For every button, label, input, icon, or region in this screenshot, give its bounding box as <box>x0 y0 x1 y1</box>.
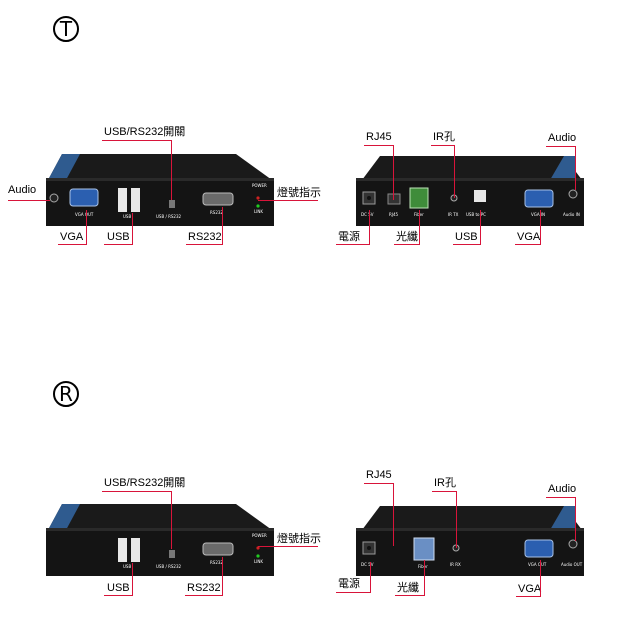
tb-ir-leader-v <box>454 145 455 198</box>
svg-text:LINK: LINK <box>254 559 263 564</box>
tf-vga-leader-v <box>86 210 87 244</box>
tb-usb-leader-v <box>480 210 481 244</box>
svg-text:VGA IN: VGA IN <box>531 212 545 217</box>
tf-vga-label: VGA <box>60 231 84 243</box>
tb-audio-leader-h <box>546 146 576 147</box>
rf-rs232-leader-v <box>222 557 223 595</box>
tb-rj45-leader-v <box>393 145 394 200</box>
tf-switch-leader-v <box>171 140 172 200</box>
tb-power-leader-h <box>336 244 370 245</box>
svg-text:USB: USB <box>123 214 131 219</box>
tb-audio-label: Audio <box>548 132 577 144</box>
rb-audio-label: Audio <box>548 483 577 495</box>
rb-fiber-leader-h <box>395 595 425 596</box>
tf-rs232-label: RS232 <box>188 231 222 243</box>
rf-switch-leader-h <box>102 491 172 492</box>
rb-ir-leader-v <box>456 491 457 548</box>
svg-text:USB / RS232: USB / RS232 <box>156 214 182 219</box>
tb-power-leader-v <box>369 210 370 244</box>
svg-text:USB / RS232: USB / RS232 <box>156 564 182 569</box>
transmitter-mark: T <box>53 16 79 42</box>
rf-rs232-label: RS232 <box>187 582 221 594</box>
tf-usb-label: USB <box>107 231 130 243</box>
svg-text:DC 5V: DC 5V <box>361 212 374 217</box>
tf-rs232-leader-v <box>222 207 223 244</box>
tb-rj45-leader-h <box>364 145 394 146</box>
rb-fiber-leader-v <box>424 560 425 595</box>
transmitter-front-device: VGA OUT USB USB / RS232 RS232 POWER LINK <box>40 150 280 230</box>
svg-text:Audio OUT: Audio OUT <box>561 562 583 567</box>
rb-power-leader-h <box>336 592 371 593</box>
rb-rj45-label: RJ45 <box>366 469 392 481</box>
svg-text:POWER: POWER <box>252 533 267 538</box>
svg-text:RJ45: RJ45 <box>389 212 399 217</box>
rf-led-leader <box>258 546 318 547</box>
rb-fiber-label: 光纖 <box>397 582 419 594</box>
svg-text:VGA OUT: VGA OUT <box>528 562 547 567</box>
rb-rj45-leader-h <box>364 483 394 484</box>
rb-power-leader-v <box>370 562 371 592</box>
rb-ir-label: IR孔 <box>434 477 456 489</box>
transmitter-back-device: DC 5V RJ45 Fiber IR TX USB to PC VGA IN … <box>350 150 590 230</box>
tf-usb-leader-h <box>104 244 133 245</box>
tf-audio-label: Audio <box>8 184 37 196</box>
tb-vga-leader-h <box>515 244 541 245</box>
svg-text:USB to PC: USB to PC <box>466 212 486 217</box>
svg-text:Fiber: Fiber <box>418 564 428 569</box>
rb-vga-leader-h <box>516 596 541 597</box>
rb-vga-leader-v <box>540 560 541 596</box>
svg-text:USB: USB <box>123 564 131 569</box>
svg-text:VGA OUT: VGA OUT <box>75 212 94 217</box>
tb-fiber-leader-h <box>394 244 420 245</box>
tb-ir-label: IR孔 <box>433 131 455 143</box>
rb-ir-leader-h <box>432 491 457 492</box>
tb-fiber-label: 光纖 <box>396 231 418 243</box>
svg-text:IR RX: IR RX <box>450 562 461 567</box>
receiver-back-device: DC 5V Fiber IR RX VGA OUT Audio OUT <box>350 500 590 580</box>
tb-rj45-label: RJ45 <box>366 131 392 143</box>
receiver-front-device: USB USB / RS232 RS232 POWER LINK <box>40 500 280 580</box>
svg-text:LINK: LINK <box>254 209 263 214</box>
rb-rj45-leader-v <box>393 483 394 546</box>
rf-usb-label: USB <box>107 582 130 594</box>
tb-fiber-leader-v <box>419 210 420 244</box>
tb-vga-leader-v <box>540 210 541 244</box>
tf-switch-label: USB/RS232開關 <box>104 126 186 138</box>
rf-led-label: 燈號指示 <box>277 533 321 545</box>
tb-vga-label: VGA <box>517 231 541 243</box>
tb-usb-leader-h <box>453 244 481 245</box>
tb-usb-label: USB <box>455 231 478 243</box>
tf-rs232-leader-h <box>186 244 223 245</box>
rb-vga-label: VGA <box>518 583 542 595</box>
rb-audio-leader-v <box>575 497 576 541</box>
rf-rs232-leader-h <box>185 595 223 596</box>
tb-ir-leader-h <box>431 145 455 146</box>
tb-power-label: 電源 <box>338 231 360 243</box>
svg-text:POWER: POWER <box>252 183 267 188</box>
tf-led-label: 燈號指示 <box>277 187 321 199</box>
rf-switch-label: USB/RS232開關 <box>104 477 186 489</box>
rf-usb-leader-h <box>104 595 133 596</box>
tf-vga-leader-h <box>58 244 87 245</box>
tf-switch-leader-h <box>102 140 172 141</box>
svg-text:DC 5V: DC 5V <box>361 562 374 567</box>
rf-switch-leader-v <box>171 491 172 549</box>
tf-audio-leader <box>8 200 50 201</box>
svg-text:Audio IN: Audio IN <box>563 212 580 217</box>
svg-text:RS232: RS232 <box>210 560 223 565</box>
rf-usb-leader-v <box>132 563 133 595</box>
tf-usb-leader-v <box>132 213 133 244</box>
receiver-mark: R <box>53 381 79 407</box>
svg-text:RS232: RS232 <box>210 210 223 215</box>
rb-power-label: 電源 <box>338 578 360 590</box>
rb-audio-leader-h <box>546 497 576 498</box>
tb-audio-leader-v <box>575 146 576 190</box>
tf-led-leader <box>258 200 318 201</box>
svg-text:IR TX: IR TX <box>448 212 459 217</box>
